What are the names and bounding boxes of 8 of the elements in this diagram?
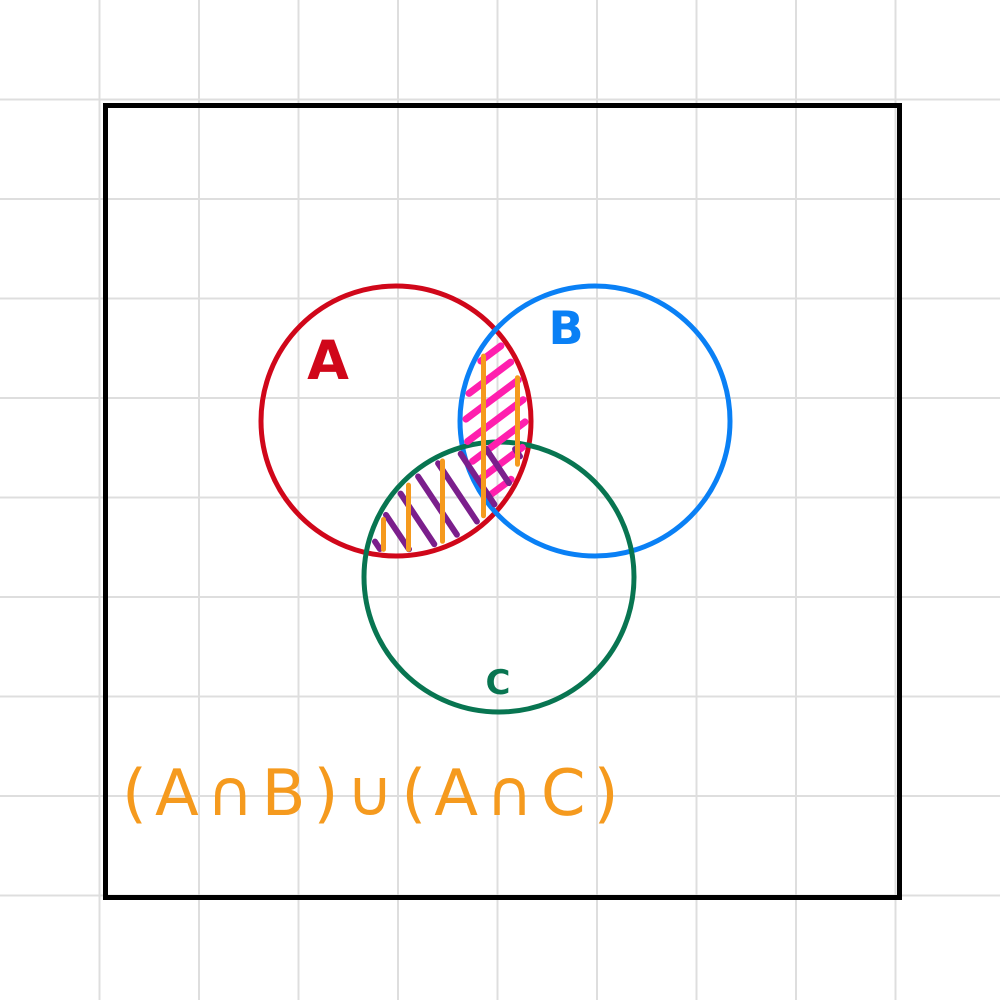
set-expression: (A∩B)∪(A∩C) (122, 758, 627, 832)
set-circle (258, 283, 534, 559)
set-circle (457, 283, 733, 559)
set-label: A (307, 334, 349, 388)
universe-rectangle (103, 103, 902, 900)
set-circle (361, 439, 637, 715)
set-label: B (548, 305, 584, 351)
set-label: C (486, 666, 510, 700)
